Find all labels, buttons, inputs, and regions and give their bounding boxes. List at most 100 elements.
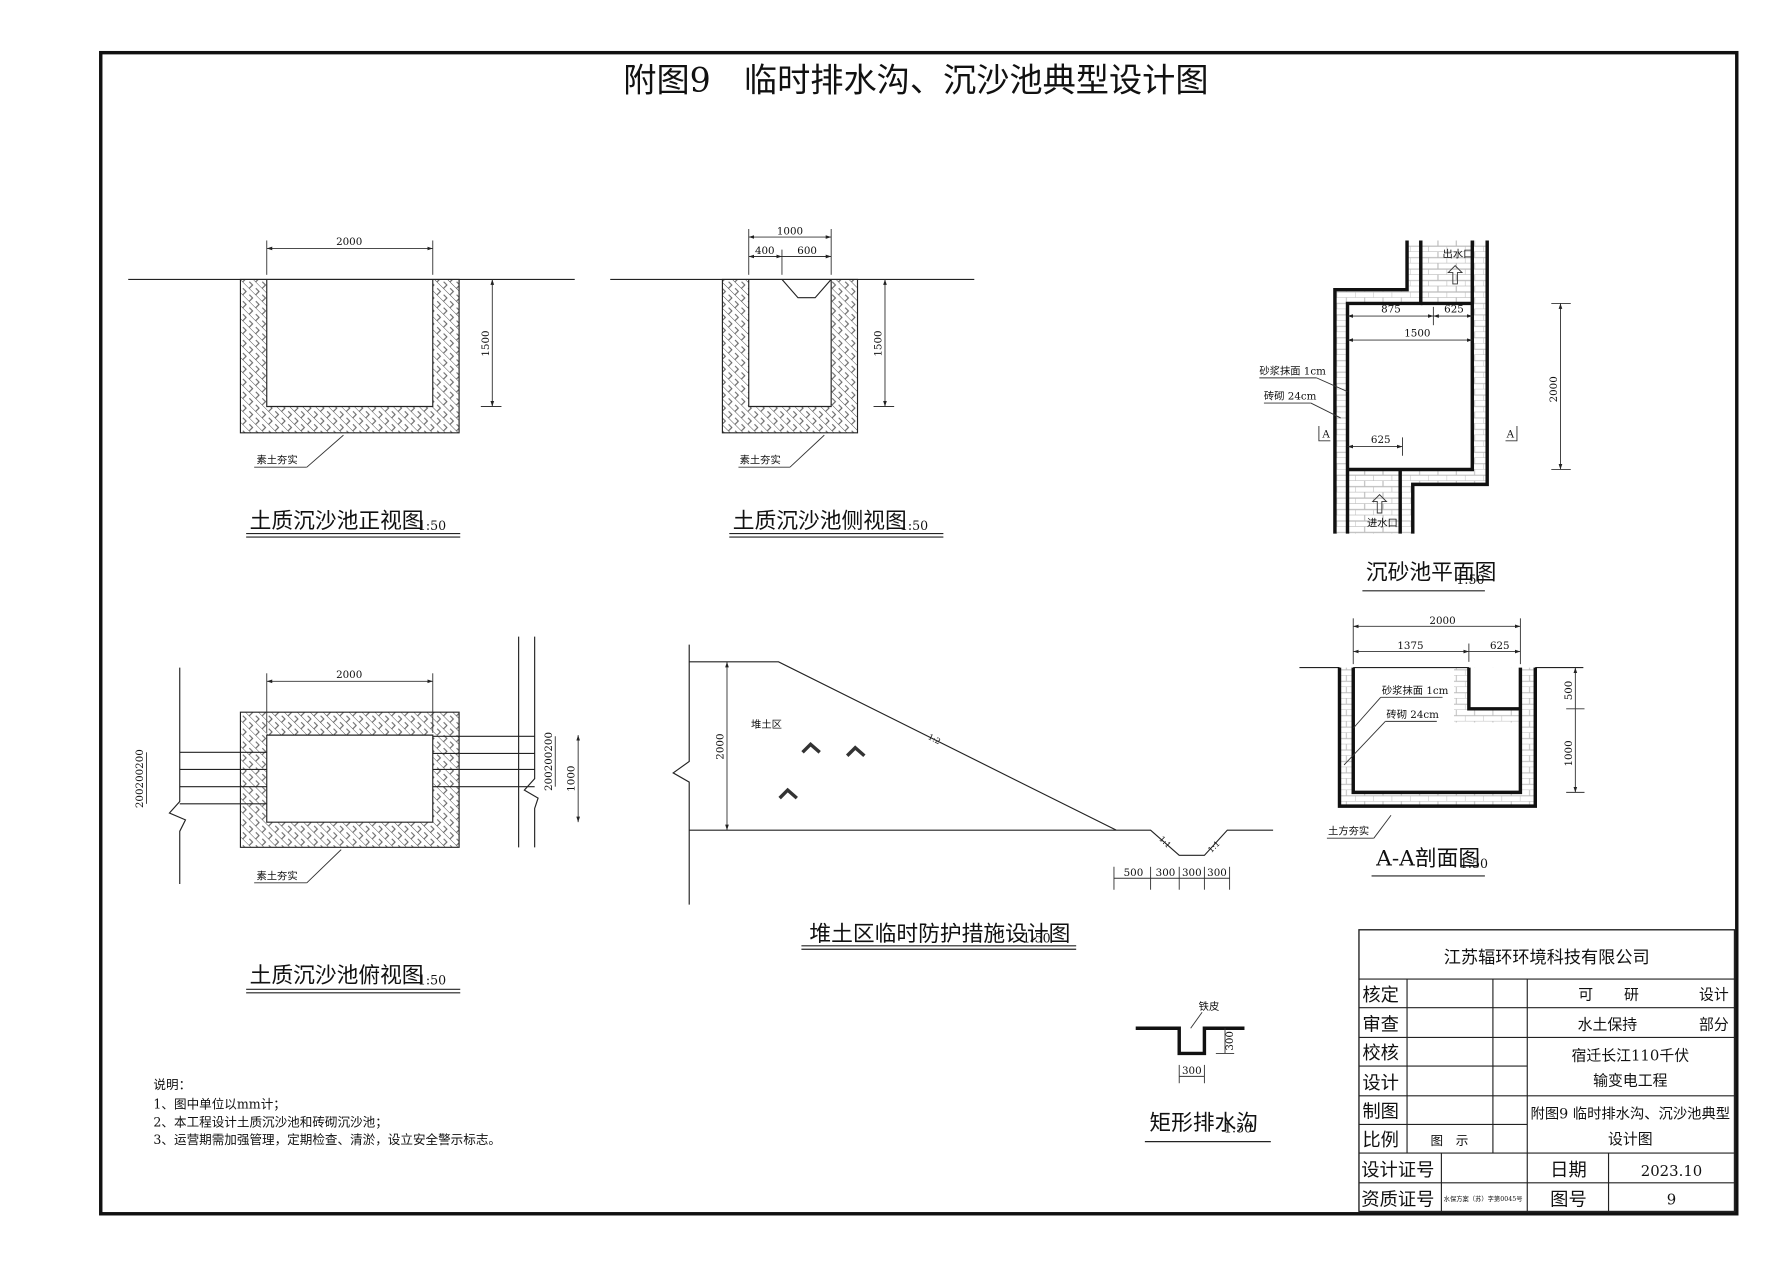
role-label: 制图 [1362,1102,1399,1123]
stockpile-title: 堆土区临时防护措施设计图 [809,922,1070,947]
side-view-title: 土质沉沙池侧视图 [733,509,907,534]
section-view-scale: 1:50 [1460,856,1488,871]
side-depth-dim: 1500 [873,330,885,356]
top-soil-label: 素土夯实 [256,869,297,882]
inlet-label: 进水口 [1367,518,1398,530]
date-label: 日期 [1550,1160,1587,1181]
section-dim-1000: 1000 [1563,740,1575,766]
outlet-arrow-icon [1447,265,1464,285]
section-mortar-label: 砂浆抹面 1cm [1382,684,1449,697]
company-name: 江苏辐环环境科技有限公司 [1444,948,1650,968]
plan-dim-1500: 1500 [1404,328,1430,340]
stage-1: 可 [1578,986,1593,1004]
date-value: 2023.10 [1641,1162,1703,1180]
stage-2: 研 [1624,986,1639,1004]
number-label: 图号 [1550,1190,1587,1211]
project-name-1: 宿迁长江110千伏 [1571,1046,1689,1064]
role-label: 审查 [1362,1015,1399,1036]
side-dim-400: 400 [755,245,775,257]
role-label: 核定 [1362,985,1399,1006]
rect-ditch-scale: 1:50 [1224,1120,1252,1135]
part-1: 水土保持 [1578,1015,1638,1033]
ditch-slope-right: 1:1 [1206,839,1221,854]
top-view-drawing: 2000 200200200 200200200 1000 素土夯实 土质沉沙池… [134,636,580,994]
side-total-dim: 1000 [777,226,803,238]
role-label: 校核 [1362,1043,1399,1064]
outlet-label: 出水口 [1443,248,1474,261]
plan-view-title: 沉砂池平面图 [1366,560,1496,585]
plan-section-mark-left: A [1321,428,1330,440]
design-cert-label: 设计证号 [1361,1160,1434,1181]
stockpile-dim: 300 [1156,867,1176,879]
side-dim-600: 600 [797,245,817,257]
notes: 说明： 1、图中单位以mm计； 2、本工程设计土质沉沙池和砖砌沉沙池； 3、运营… [153,1077,501,1147]
rect-ditch-title: 矩形排水沟 [1149,1111,1258,1136]
title-block: 江苏辐环环境科技有限公司 核定 审查 校核 设计 制图 比例 图 示 可 研 设… [1358,929,1736,1213]
notes-heading: 说明： [153,1077,191,1092]
page-title: 附图9 临时排水沟、沉沙池典型设计图 [623,61,1208,100]
top-view-title: 土质沉沙池俯视图 [250,963,424,988]
soil-chevron-icon [801,741,821,754]
role-label: 设计 [1362,1073,1399,1094]
soil-chevron-icon [778,787,798,800]
stockpile-scale: 1:50 [1022,930,1050,945]
side-view-scale: 1:50 [900,518,928,533]
note-item: 2、本工程设计土质沉沙池和砖砌沉沙池； [153,1115,387,1131]
qual-cert-label: 资质证号 [1361,1190,1434,1211]
plan-dim-625-top: 625 [1444,304,1464,316]
front-soil-label: 素土夯实 [256,454,297,467]
sheet-border [99,50,1739,1216]
plan-section-mark-right: A [1506,428,1515,440]
scale-value: 图 示 [1431,1133,1469,1148]
plan-mortar-label: 砂浆抹面 1cm [1259,364,1326,377]
plan-dim-625-bottom: 625 [1371,434,1391,446]
plan-brick-label: 砖砌 24cm [1264,390,1317,403]
front-view-title: 土质沉沙池正视图 [250,509,424,534]
qual-cert-value: 水保方案（苏）字第0045号 [1444,1194,1523,1203]
front-width-dim: 2000 [336,236,362,248]
front-view-drawing: 2000 1500 素土夯实 土质沉沙池正视图 1:50 [128,236,575,538]
number-value: 9 [1667,1191,1676,1209]
top-left-dims: 200200200 [134,749,146,808]
stage-3: 设计 [1699,986,1729,1004]
stockpile-dim: 500 [1124,867,1144,879]
side-view-drawing: 1000 400 600 1500 素土夯实 土质沉沙池侧视图 1:50 [610,226,975,538]
part-2: 部分 [1699,1015,1729,1033]
ditch-material-label: 铁皮 [1199,1000,1220,1013]
side-soil-label: 素土夯实 [740,454,781,467]
top-right-total: 1000 [566,766,578,792]
ditch-depth-dim: 300 [1224,1031,1236,1051]
front-depth-dim: 1500 [480,330,492,356]
inlet-arrow-icon [1371,494,1388,514]
section-brick-label: 砖砌 24cm [1386,708,1439,721]
plan-view-drawing: 875 625 1500 625 2000 砂浆抹面 1cm 砖砌 24cm A… [1259,240,1571,592]
note-item: 1、图中单位以mm计； [153,1096,285,1112]
stockpile-drawing: 2000 堆土区 1:2 1:1 1:1 500 300 300 300 堆土区… [672,644,1274,950]
plan-dim-2000: 2000 [1548,376,1560,402]
project-name-2: 输变电工程 [1593,1072,1667,1090]
plan-dim-875: 875 [1381,304,1401,316]
section-view-drawing: 2000 1375 625 500 1000 砂浆抹面 1cm 砖砌 24cm … [1299,615,1585,877]
top-width-dim: 2000 [336,669,362,681]
soil-chevron-icon [845,745,866,758]
ditch-width-dim: 300 [1182,1065,1202,1077]
section-dim-500: 500 [1563,681,1575,701]
slope-label: 1:2 [926,732,942,746]
drawing-name-1: 附图9 临时排水沟、沉沙池典型 [1531,1106,1730,1123]
stockpile-zone-label: 堆土区 [751,718,782,731]
rect-ditch-drawing: 铁皮 300 300 矩形排水沟 1:50 [1135,1000,1271,1143]
section-dim-2000: 2000 [1429,615,1455,627]
top-view-scale: 1:50 [418,973,446,988]
drawing-name-2: 设计图 [1608,1130,1653,1148]
note-item: 3、运营期需加强管理，定期检查、清淤，设立安全警示标志。 [153,1132,501,1147]
role-label: 比例 [1362,1130,1399,1151]
section-view-title: A-A剖面图 [1375,847,1480,872]
stockpile-dim: 300 [1182,867,1202,879]
section-soil-label: 土方夯实 [1328,825,1369,838]
stockpile-height-dim: 2000 [715,733,727,759]
plan-view-scale: 1:50 [1456,572,1484,587]
stockpile-dim: 300 [1207,867,1227,879]
top-right-dims: 200200200 [543,732,555,791]
section-dim-625: 625 [1490,640,1510,652]
